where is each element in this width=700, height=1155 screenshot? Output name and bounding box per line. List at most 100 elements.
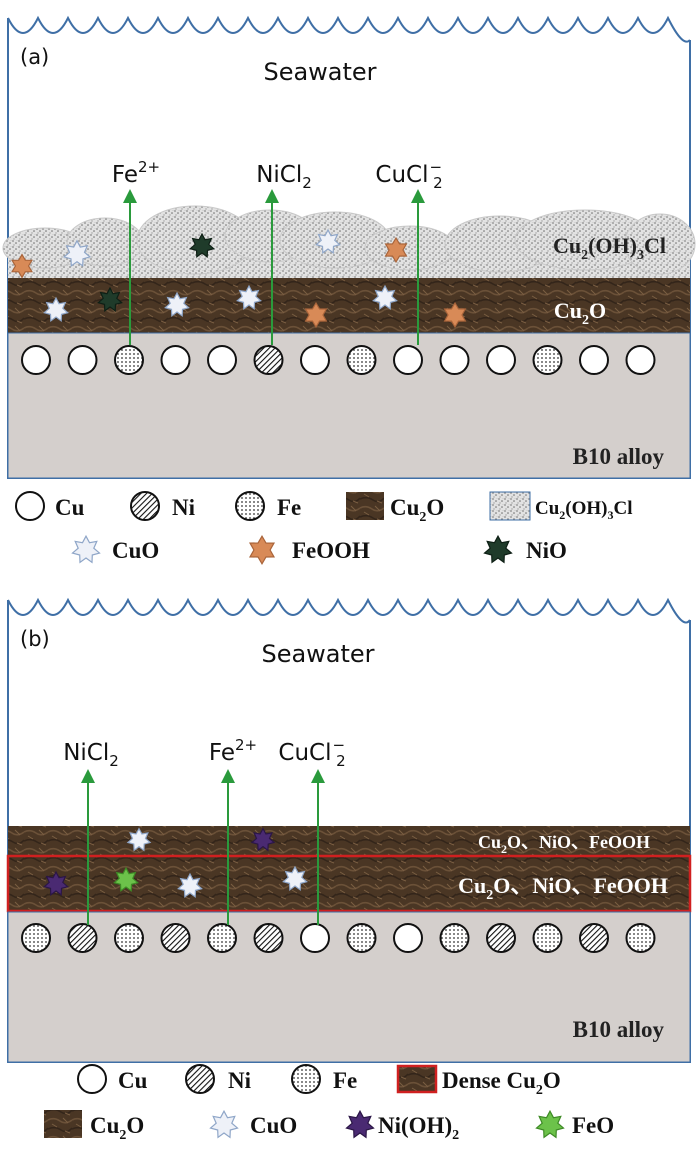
particle-cuo (164, 291, 190, 317)
atom-cu (579, 345, 609, 375)
panel-b-medium-label: Seawater (261, 640, 374, 668)
particle-feo (113, 866, 139, 892)
legend-b-cu: Cu (77, 1064, 148, 1094)
species-fe2-a: Fe2+ (112, 158, 160, 188)
dense-mixed-layer: Cu2O、NiO、FeOOH (6, 854, 692, 913)
dense-layer-label: Cu2O、NiO、FeOOH (458, 873, 668, 903)
svg-text:Cu2(OH)3Cl: Cu2(OH)3Cl (535, 498, 633, 522)
inner-cu2o-layer: Cu2O (8, 278, 690, 333)
svg-text:Cu2O: Cu2O (390, 495, 444, 525)
particle-feooh (443, 301, 467, 329)
atom-ni (253, 923, 284, 953)
panel-a: (a) Seawater Cu2(OH)3Cl (2, 15, 696, 479)
substrate-b-label: B10 alloy (573, 1017, 665, 1042)
particle-nio (97, 286, 123, 312)
atom-fe (532, 345, 563, 375)
atom-fe (207, 923, 237, 953)
panel-b-wave (7, 597, 691, 624)
atom-cu (486, 345, 516, 375)
atom-fe (346, 923, 377, 953)
particles-b (43, 827, 308, 898)
atom-cu (625, 345, 656, 375)
atom-fe (21, 923, 51, 953)
atom-cu (300, 345, 330, 375)
svg-text:Cu: Cu (118, 1068, 148, 1093)
atom-fe (625, 923, 656, 953)
legend-a: Cu Ni Fe Cu2O Cu2(OH)3Cl CuO FeOOH NiO (15, 491, 633, 565)
panel-a-medium-label: Seawater (263, 58, 376, 86)
atom-fe (439, 923, 470, 953)
particle-cuo (282, 865, 308, 891)
upper-mixed-layer: Cu2O、NiO、FeOOH (8, 826, 690, 856)
legend-b: Cu Ni Fe Dense Cu2O Cu2O CuO Ni(OH)2 FeO (44, 1064, 614, 1143)
legend-b-dense: Dense Cu2O (396, 1064, 561, 1098)
particle-cuo (177, 872, 203, 898)
legend-a-feooh-label: FeOOH (292, 538, 370, 563)
species-nicl2-b: NiCl2 (63, 740, 119, 770)
arrows-b (81, 769, 325, 925)
upper-layer-label: Cu2O、NiO、FeOOH (478, 832, 650, 856)
atom-fe (114, 923, 144, 953)
atom-cu (21, 345, 51, 375)
legend-b-cu2o: Cu2O (44, 1110, 144, 1143)
legend-a-cuo-icon (71, 534, 101, 564)
atom-ni (486, 923, 516, 953)
legend-b-fe: Fe (291, 1064, 357, 1094)
panel-b-label: (b) (20, 627, 50, 651)
svg-text:Cu: Cu (55, 495, 85, 520)
legend-b-nioh2-icon (345, 1109, 375, 1139)
panel-b: (b) Seawater Cu2O、NiO、FeOOH Cu2O、NiO、FeO… (6, 597, 692, 1063)
particle-nioh2 (43, 870, 69, 896)
particle-feooh (384, 236, 408, 264)
particles-a (11, 228, 467, 329)
legend-b-feo-label: FeO (572, 1113, 614, 1138)
substrate-a-label: B10 alloy (573, 444, 665, 469)
atom-fe (346, 345, 377, 375)
legend-a-nio-icon (483, 534, 513, 564)
legend-a-cu2oh3cl: Cu2(OH)3Cl (489, 491, 633, 522)
particle-feooh (304, 301, 328, 329)
particle-feooh (11, 253, 33, 279)
atom-cu (67, 345, 98, 375)
atom-ni (160, 923, 191, 953)
svg-text:Cu2O: Cu2O (90, 1113, 144, 1143)
species-fe2-b: Fe2+ (209, 736, 257, 766)
svg-text:Ni: Ni (172, 495, 196, 520)
particle-cuo (315, 228, 341, 254)
species-nicl2-a: NiCl2 (256, 162, 312, 192)
atom-ni (253, 345, 284, 375)
atom-row-b (21, 923, 656, 953)
panel-a-label: (a) (20, 45, 49, 69)
atom-ni (579, 923, 609, 953)
svg-text:Fe: Fe (333, 1068, 357, 1093)
legend-b-ni: Ni (185, 1064, 252, 1094)
species-cucl2-b: CuCl−2 (278, 736, 345, 770)
particle-cuo (372, 284, 398, 310)
atom-fe (114, 345, 144, 375)
arrows-a (123, 189, 425, 345)
particle-cuo (126, 827, 152, 852)
atom-cu (300, 923, 330, 953)
atom-ni (67, 923, 98, 953)
atom-row-a (21, 345, 656, 375)
legend-a-cu2o: Cu2O (346, 492, 444, 525)
particle-nioh2 (250, 827, 276, 852)
legend-a-ni: Ni (130, 491, 196, 521)
legend-a-feooh-icon (248, 535, 276, 565)
atom-cu (393, 345, 423, 375)
legend-b-cuo-icon (209, 1109, 239, 1139)
atom-cu (393, 923, 423, 953)
panel-a-wave (7, 15, 691, 43)
particle-nio (189, 232, 215, 258)
legend-a-cuo-label: CuO (112, 538, 159, 563)
legend-a-cu: Cu (15, 491, 85, 521)
atom-fe (532, 923, 563, 953)
species-cucl2-a: CuCl−2 (375, 158, 442, 192)
inner-layer-label: Cu2O (554, 298, 606, 328)
legend-b-nioh2-label: Ni(OH)2 (378, 1113, 459, 1143)
legend-a-row2: CuO FeOOH NiO (112, 538, 567, 563)
legend-a-fe: Fe (235, 491, 301, 521)
svg-text:Ni: Ni (228, 1068, 252, 1093)
particle-cuo (236, 284, 262, 310)
